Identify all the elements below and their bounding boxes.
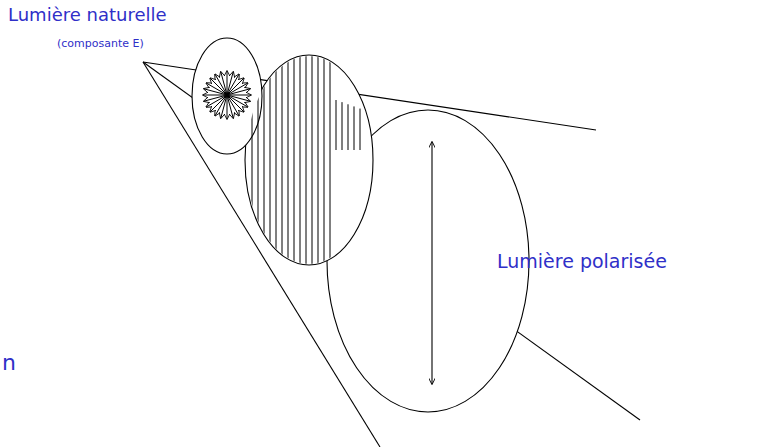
hatch-line	[282, 40, 283, 280]
hatch-line	[306, 40, 307, 280]
hatch-line	[270, 40, 271, 280]
hatch-line	[354, 106, 355, 150]
hatch-line	[294, 40, 295, 280]
wavefronts	[192, 38, 529, 412]
hatch-line	[330, 40, 331, 280]
polarizer-hatching	[252, 40, 360, 280]
hatch-line	[264, 40, 265, 280]
random-e-vectors	[203, 71, 251, 119]
polarized-e-vector	[431, 142, 432, 384]
hatch-line	[312, 40, 313, 280]
hatch-line	[336, 100, 337, 150]
hatch-line	[324, 40, 325, 280]
cut-off-letter: n	[2, 352, 16, 374]
hatch-line	[252, 40, 253, 280]
subtitle-label: (composante E)	[57, 38, 144, 49]
hatch-line	[300, 40, 301, 280]
source-label: Lumière naturelle	[8, 6, 167, 24]
result-label: Lumière polarisée	[497, 252, 667, 271]
e-vector	[204, 89, 250, 101]
hatch-line	[288, 40, 289, 280]
hatch-line	[342, 102, 343, 150]
hatch-line	[258, 40, 259, 280]
hatch-line	[276, 40, 277, 280]
hatch-line	[348, 104, 349, 150]
hatch-line	[360, 109, 361, 150]
hatch-line	[318, 40, 319, 280]
